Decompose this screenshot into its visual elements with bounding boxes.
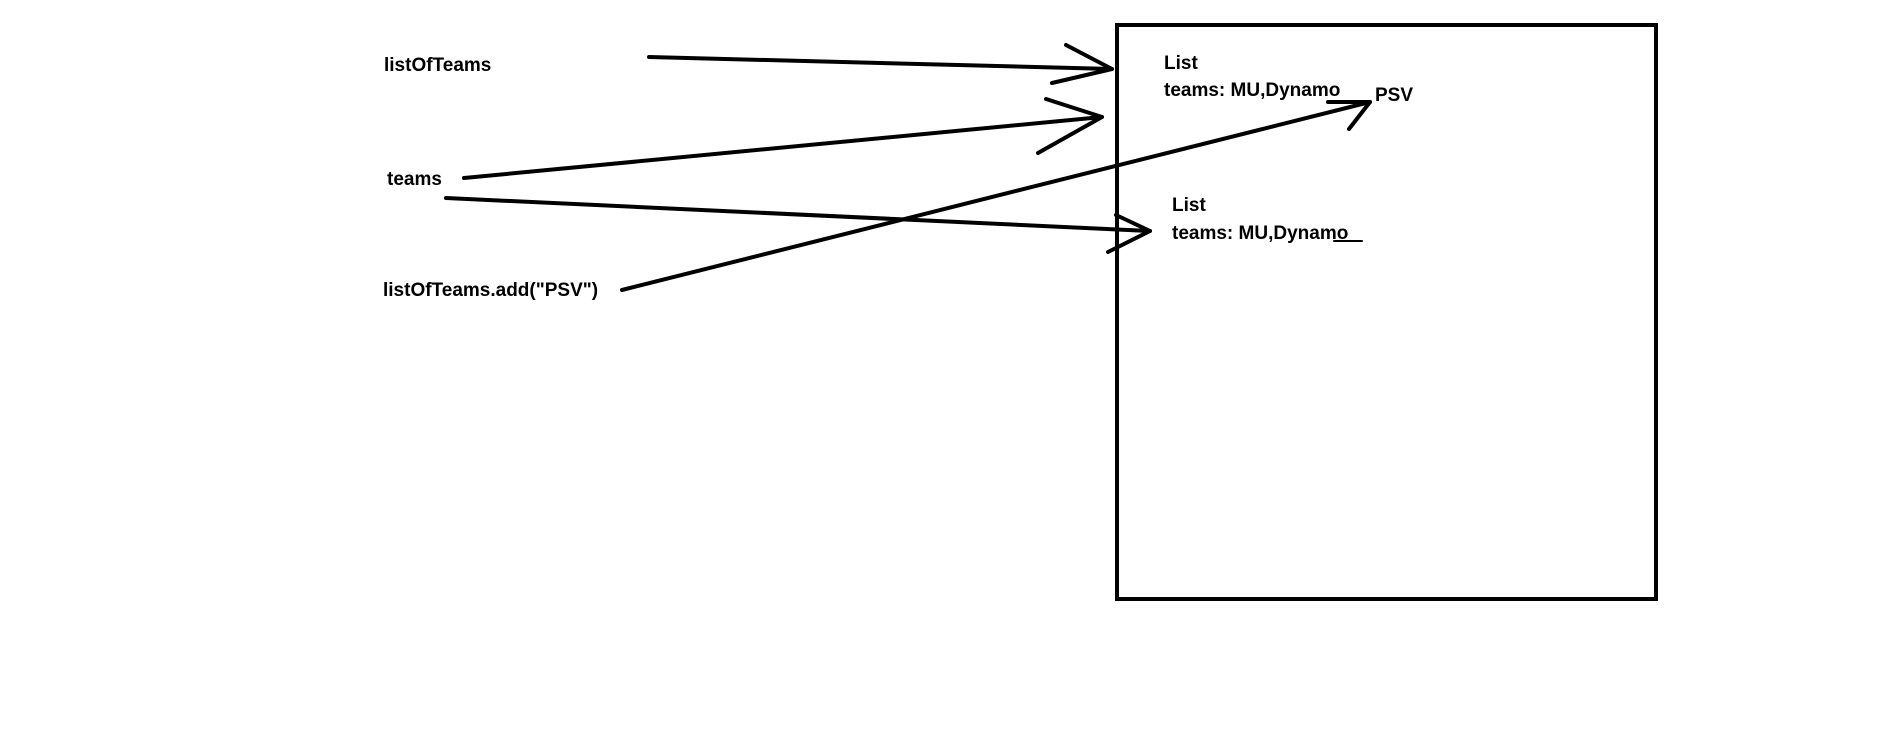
heap-box: [1115, 23, 1658, 601]
variable-teams: teams: [387, 169, 442, 190]
added-item-psv: PSV: [1375, 85, 1414, 106]
variable-list-of-teams: listOfTeams: [384, 55, 492, 76]
arrow-teams-to-list-2: [444, 196, 1152, 254]
list-object-2-content: teams: MU,Dynamo: [1172, 223, 1349, 244]
code-add-call: listOfTeams.add("PSV"): [383, 280, 599, 301]
list-object-2-type: List: [1172, 195, 1206, 216]
arrow-teams-to-list-1: [462, 97, 1104, 180]
list-object-1-content: teams: MU,Dynamo: [1164, 80, 1341, 101]
list-object-1-type: List: [1164, 53, 1198, 74]
arrow-list-of-teams-to-list-1: [647, 43, 1114, 85]
